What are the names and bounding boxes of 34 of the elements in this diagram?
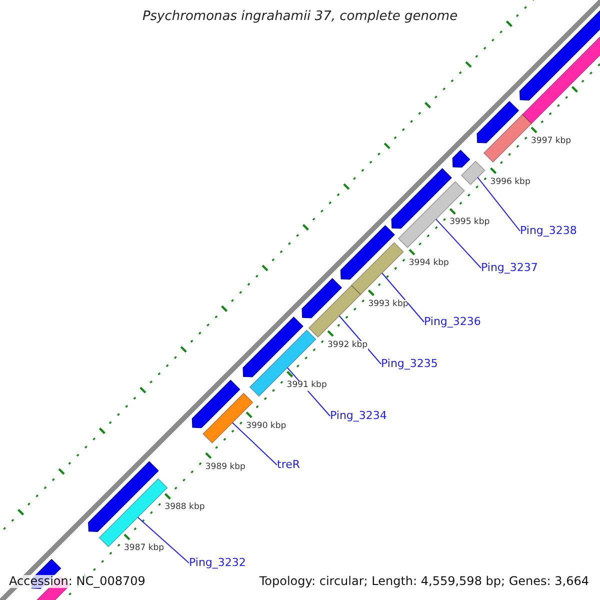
scale-label: 3995 kbp [450,218,490,228]
scale-label: 3996 kbp [490,178,530,188]
scale-label: 3992 kbp [328,340,368,350]
accession-note: Accession: NC_008709 [9,575,146,588]
scale-label: 3994 kbp [408,259,449,268]
scale-label: 3989 kbp [205,462,246,472]
title: Psychromonas ingrahamii 37, complete genome [141,10,459,24]
genome-info-note: Topology: circular; Length: 4,559,598 bp; Genes: 3,664 [259,575,589,588]
gene-label: Ping_3238 [520,225,577,238]
pointed-gene-block [88,461,159,532]
pointed-gene-block [476,100,520,144]
scale-label: 3993 kbp [368,300,408,310]
gene-label: Ping_3236 [424,316,481,328]
gene-label: Ping_3232 [189,557,246,570]
pointed-gene-block [302,278,342,318]
leader-line [137,516,190,564]
scale-label: 3988 kbp [164,503,205,513]
gene-label: Ping_3234 [330,410,387,422]
scale-label: 3990 kbp [246,422,286,432]
pointed-gene-block [192,380,240,428]
leader-line [477,177,520,232]
scale-label: 3991 kbp [286,381,327,391]
leader-line [232,422,278,466]
leader-line [382,272,424,322]
gene-label: Ping_3235 [381,358,438,370]
gene-label: Ping_3237 [481,262,538,274]
leader-line [435,218,482,268]
scale-label: 3997 kbp [531,137,572,146]
pointed-gene-block [452,150,470,168]
pointed-gene-block [391,168,452,229]
pointed-gene-block [242,316,304,378]
pointed-gene-block [340,225,395,280]
gene-label: treR [277,459,300,472]
scale-label: 3987 kbp [124,544,164,554]
